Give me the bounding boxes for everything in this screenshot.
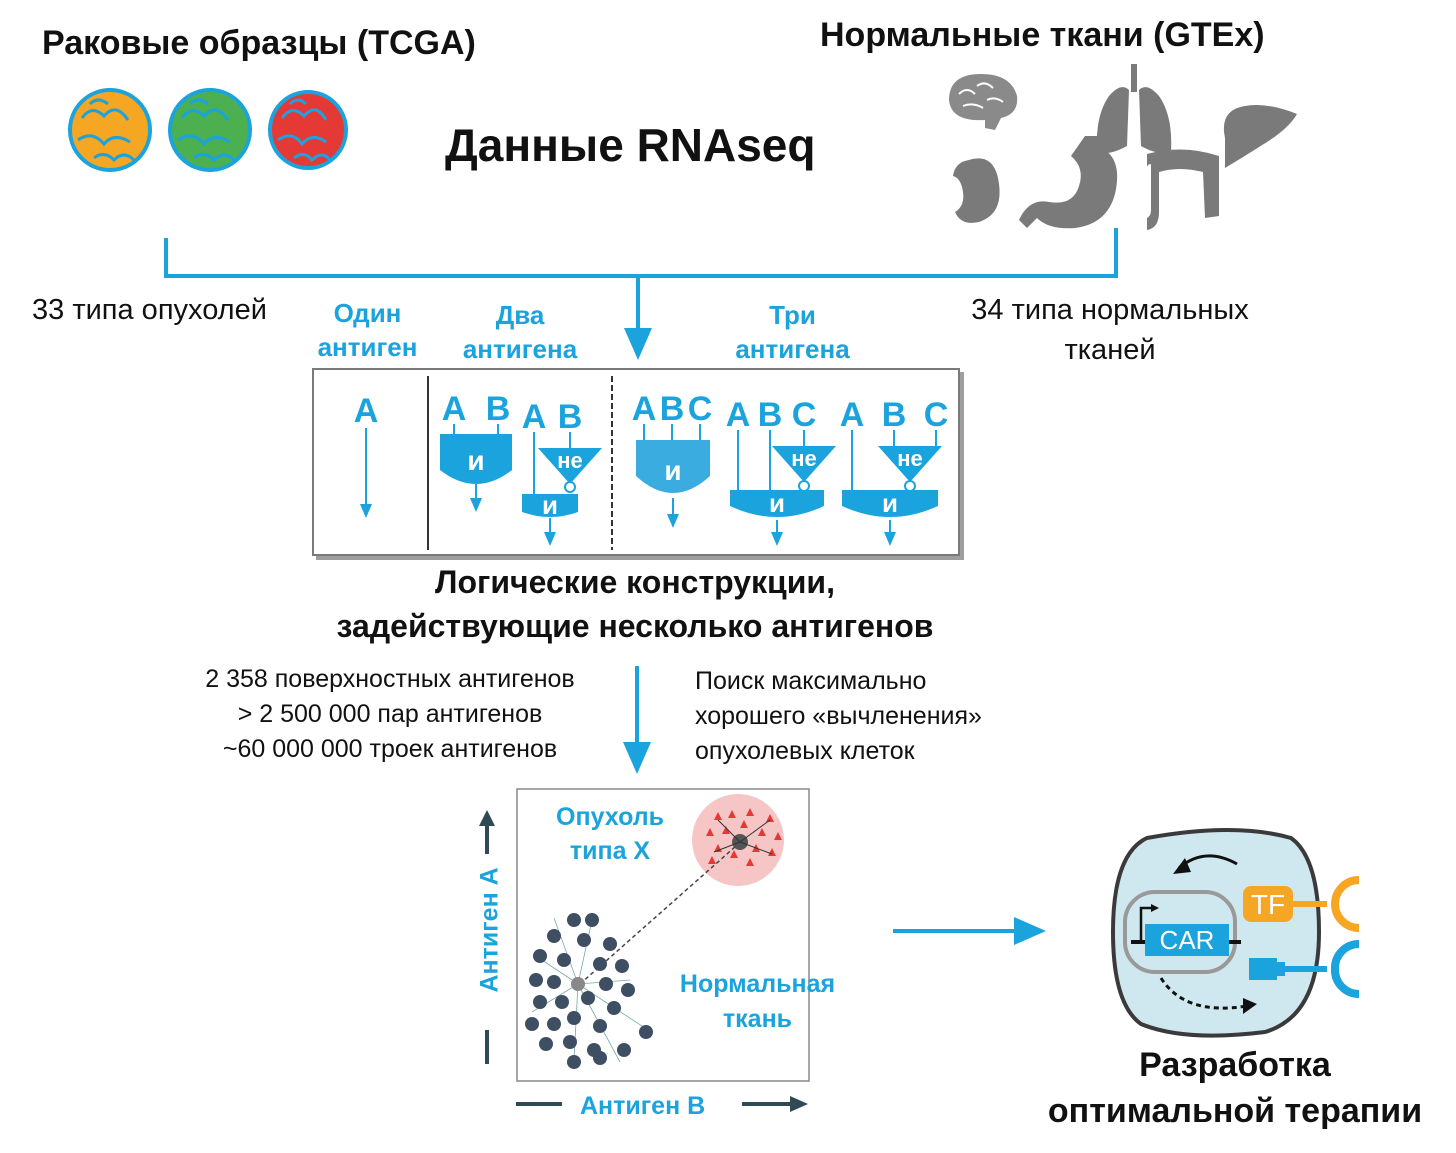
gate6-letter-c: C: [924, 396, 949, 434]
two-antigens-line2: антигена: [462, 334, 578, 364]
gate2-letter-a: A: [442, 390, 467, 428]
stomach-icon: [1019, 136, 1118, 229]
stats-line2: > 2 500 000 пар антигенов: [237, 700, 543, 728]
one-antigen-line2: антиген: [317, 332, 418, 362]
gate5-letter-b: B: [758, 396, 783, 434]
arrow-to-plot-head: [623, 742, 651, 774]
nucleus: [1123, 890, 1237, 974]
one-antigen-line1: Один: [333, 298, 402, 328]
antigen-scatter-plot: [479, 788, 810, 1112]
two-antigens-line1: Два: [495, 300, 545, 330]
tumor-types-label: 33 типа опухолей: [32, 294, 267, 326]
gate4-letter-a: A: [632, 390, 657, 428]
arrow-to-logic-head: [624, 328, 652, 360]
tumor-label-line2: типа X: [569, 837, 651, 865]
tumor-sample-green: [168, 88, 252, 172]
gate2-and-label: и: [467, 445, 484, 476]
stats-line3: ~60 000 000 троек антигенов: [222, 735, 558, 763]
gate3-letter-b: B: [558, 398, 583, 436]
gate4-and-label: и: [664, 455, 681, 486]
rnaseq-title: Данные RNAseq: [445, 119, 816, 171]
three-antigens-line1: Три: [769, 300, 816, 330]
gate5-not-label: не: [791, 446, 817, 471]
tumor-type-x-label: Опухоль типа X: [530, 800, 690, 868]
gate3-not-label: не: [557, 448, 583, 473]
therapy-caption: Разработка оптимальной терапии: [1020, 1042, 1450, 1134]
gate5-and-label: и: [769, 488, 785, 518]
one-antigen-label: Один антиген: [300, 296, 435, 364]
brain-icon: [949, 74, 1018, 130]
gate3-letter-a: A: [522, 398, 547, 436]
single-antigen-gate: A: [354, 392, 379, 518]
car-gene: CAR: [1131, 904, 1241, 956]
merge-bracket: [164, 228, 1118, 278]
gate3-and-label: и: [542, 490, 558, 520]
three-antigens-line2: антигена: [735, 334, 850, 364]
logic-caption: Логические конструкции, задействующие не…: [250, 560, 1020, 648]
car-t-cell: CAR TF: [1110, 828, 1360, 1038]
search-line3: опухолевых клеток: [695, 737, 915, 765]
gate6-letter-b: B: [882, 396, 907, 434]
and-gate-ab: A B и: [440, 390, 512, 512]
lungs-icon: [1096, 64, 1172, 154]
gtex-title: Нормальные ткани (GTEx): [820, 16, 1265, 54]
gate6-not-label: не: [897, 446, 923, 471]
normal-label-line1: Нормальная: [679, 970, 836, 998]
search-description: Поиск максимально хорошего «вычленения» …: [695, 664, 1055, 769]
search-line2: хорошего «вычленения»: [695, 702, 982, 730]
kidney-icon: [953, 158, 1000, 223]
logic-caption-line2: задействующие несколько антигенов: [336, 608, 934, 644]
tumor-sample-red: [268, 90, 348, 170]
two-antigens-label: Два антигена: [450, 298, 590, 366]
and-not-gate-abc-2: A B C не и: [840, 396, 949, 546]
gate2-letter-b: B: [486, 390, 511, 428]
therapy-line2: оптимальной терапии: [1047, 1092, 1423, 1130]
axis-b-label: Антиген B: [580, 1092, 706, 1120]
normal-tissue-label: Нормальная ткань: [660, 967, 855, 1037]
tumor-samples: [68, 88, 348, 172]
gate4-letter-b: B: [660, 390, 685, 428]
tcga-title: Раковые образцы (TCGA): [42, 24, 476, 62]
therapy-line1: Разработка: [1139, 1046, 1331, 1084]
normal-organs: [949, 64, 1297, 230]
loop-arrow-bottom: [1159, 977, 1248, 1010]
and-gate-abc: A B C и: [632, 390, 713, 528]
axis-a-arrow: [479, 810, 495, 1064]
axis-b-arrow: [516, 1096, 808, 1112]
gate6-letter-a: A: [840, 396, 865, 434]
gate5-letter-a: A: [726, 396, 751, 434]
and-not-gate-ab: A B не и: [522, 398, 602, 546]
arrow-to-therapy-head: [1014, 917, 1046, 945]
liver-icon: [1223, 105, 1297, 168]
normal-label-line2: ткань: [722, 1005, 793, 1033]
three-antigens-label: Три антигена: [715, 298, 870, 366]
car-receptor: [1249, 939, 1360, 999]
tumor-label-line1: Опухоль: [556, 803, 664, 831]
normal-cluster: [525, 913, 653, 1069]
normal-types-line2: тканей: [1064, 334, 1156, 366]
normal-types-line1: 34 типа нормальных: [971, 294, 1249, 326]
intestine-icon: [1147, 149, 1219, 230]
stats-line1: 2 358 поверхностных антигенов: [205, 665, 575, 693]
tf-receptor: TF: [1243, 876, 1360, 932]
normal-types-label: 34 типа нормальных тканей: [940, 290, 1280, 370]
car-label: CAR: [1160, 925, 1215, 955]
gate1-letter-a: A: [354, 392, 379, 430]
antigen-stats: 2 358 поверхностных антигенов > 2 500 00…: [160, 662, 620, 767]
search-line1: Поиск максимально: [695, 667, 927, 695]
tumor-sample-orange: [68, 88, 152, 172]
gate4-letter-c: C: [688, 390, 713, 428]
gate6-and-label: и: [882, 488, 898, 518]
tumor-cluster: [692, 794, 784, 886]
and-not-gate-abc-1: A B C не и: [726, 396, 836, 546]
tf-label: TF: [1251, 889, 1285, 920]
logic-gates-panel: A A B и A B не и: [312, 368, 964, 560]
logic-caption-line1: Логические конструкции,: [435, 564, 835, 600]
gate5-letter-c: C: [792, 396, 817, 434]
axis-a-label: Антиген A: [475, 867, 504, 993]
